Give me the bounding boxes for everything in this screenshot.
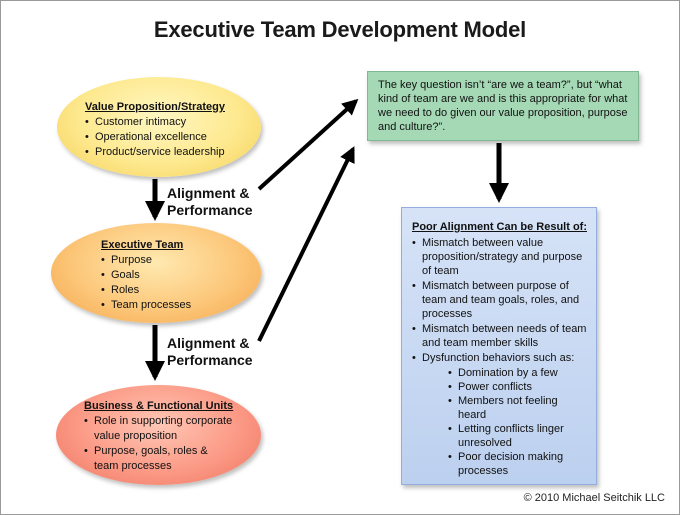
sub-list-item: Members not feeling heard xyxy=(448,394,588,422)
list-item: Team processes xyxy=(101,298,191,313)
alignment-label-2: Alignment & Performance xyxy=(167,335,253,369)
arrow-diagonal-2 xyxy=(257,146,355,342)
list-item-label: Dysfunction behaviors such as: xyxy=(422,352,575,364)
page-title: Executive Team Development Model xyxy=(153,17,527,42)
list-item: Roles xyxy=(101,283,191,298)
arrow-diagonal-1 xyxy=(257,98,359,191)
poor-alignment-heading: Poor Alignment Can be Result of: xyxy=(412,221,587,233)
list-item: Purpose xyxy=(101,253,191,268)
list-item: Purpose, goals, roles & team processes xyxy=(84,444,234,474)
list-item: Role in supporting corporate value propo… xyxy=(84,414,234,444)
list-item: Mismatch between needs of team and team … xyxy=(412,322,588,350)
list-item: Mismatch between purpose of team and tea… xyxy=(412,279,588,321)
key-question-box: The key question isn’t “are we a team?”,… xyxy=(367,71,639,141)
alignment-label-line: Performance xyxy=(167,352,253,368)
value-proposition-content: Value Proposition/Strategy Customer inti… xyxy=(85,100,225,160)
list-item: Dysfunction behaviors such as: Dominatio… xyxy=(412,351,588,478)
list-item: Operational excellence xyxy=(85,130,225,145)
business-units-heading: Business & Functional Units xyxy=(84,400,234,412)
list-item: Customer intimacy xyxy=(85,115,225,130)
alignment-label-line: Alignment & xyxy=(167,185,250,201)
executive-team-content: Executive Team Purpose Goals Roles Team … xyxy=(101,238,191,313)
dysfunction-sub-list: Domination by a few Power conflicts Memb… xyxy=(422,366,588,478)
executive-team-list: Purpose Goals Roles Team processes xyxy=(101,253,191,313)
poor-alignment-box: Poor Alignment Can be Result of: Mismatc… xyxy=(401,207,597,485)
alignment-label-1: Alignment & Performance xyxy=(167,185,253,219)
alignment-label-line: Performance xyxy=(167,202,253,218)
executive-team-heading: Executive Team xyxy=(101,239,184,251)
list-item: Goals xyxy=(101,268,191,283)
sub-list-item: Power conflicts xyxy=(448,380,588,394)
value-proposition-heading: Value Proposition/Strategy xyxy=(85,101,225,113)
list-item: Product/service leadership xyxy=(85,145,225,160)
value-proposition-list: Customer intimacy Operational excellence… xyxy=(85,115,225,160)
alignment-label-line: Alignment & xyxy=(167,335,250,351)
list-item: Mismatch between value proposition/strat… xyxy=(412,236,588,278)
sub-list-item: Poor decision making processes xyxy=(448,450,588,478)
sub-list-item: Domination by a few xyxy=(448,366,588,380)
business-units-list: Role in supporting corporate value propo… xyxy=(84,414,234,474)
key-question-text: The key question isn’t “are we a team?”,… xyxy=(378,79,628,133)
business-units-content: Business & Functional Units Role in supp… xyxy=(84,399,234,474)
poor-alignment-list: Mismatch between value proposition/strat… xyxy=(412,236,588,478)
copyright-notice: © 2010 Michael Seitchik LLC xyxy=(523,492,665,504)
sub-list-item: Letting conflicts linger unresolved xyxy=(448,422,588,450)
